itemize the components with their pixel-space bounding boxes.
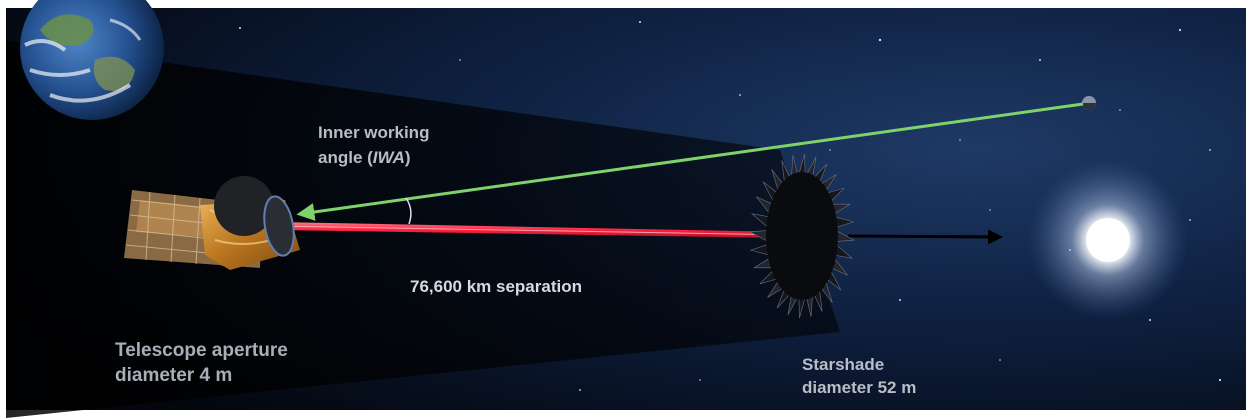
iwa-abbrev: IWA — [372, 148, 405, 167]
exoplanet-icon — [1082, 96, 1096, 110]
iwa-label-line2: angle (IWA) — [318, 145, 429, 170]
earth-icon — [20, 0, 164, 120]
iwa-angle-arc — [405, 197, 412, 225]
background-stars — [239, 21, 1222, 391]
starshade-label-line2: diameter 52 m — [802, 378, 917, 397]
iwa-label-line1: Inner working — [318, 123, 430, 142]
iwa-suffix: ) — [404, 148, 411, 167]
host-star-icon — [1028, 160, 1188, 320]
telescope-label-line2: diameter 4 m — [115, 365, 233, 386]
telescope-label-line1: Telescope aperture — [115, 340, 288, 361]
separation-label: 76,600 km separation — [410, 277, 582, 296]
starshade-label-line1: Starshade — [802, 355, 885, 374]
telescope-label: Telescope aperture diameter 4 m — [115, 338, 288, 388]
telescope-icon — [124, 176, 300, 270]
iwa-prefix: angle ( — [318, 148, 373, 167]
starshade-label: Starshade diameter 52 m — [802, 353, 916, 399]
starshade-icon — [749, 154, 855, 318]
starshade-core — [766, 172, 838, 300]
direction-arrow — [847, 229, 1003, 245]
planet-light-line — [296, 102, 1084, 221]
iwa-label: Inner working angle (IWA) — [318, 120, 429, 170]
starlight-beam-core — [275, 225, 791, 236]
